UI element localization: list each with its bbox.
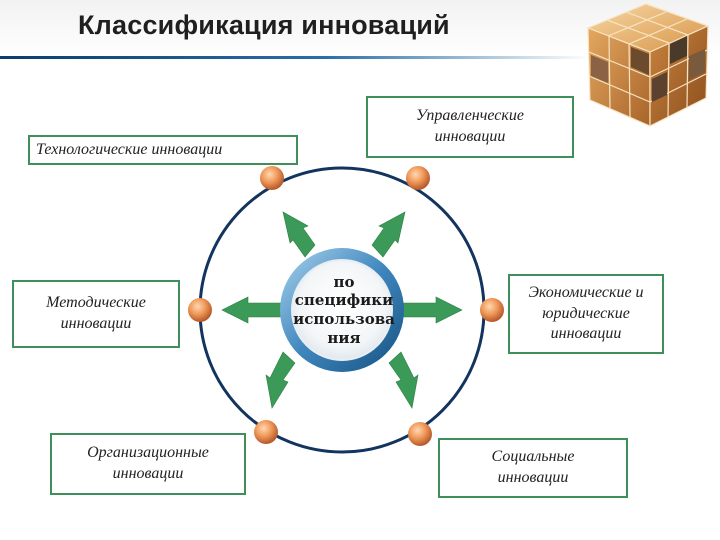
arrow-down-left	[265, 351, 296, 409]
node-top-right	[406, 166, 430, 190]
arrow-up-left	[282, 211, 316, 258]
category-technological-label: Технологические инновации	[36, 140, 223, 158]
hub-label-line-3: использова	[293, 310, 395, 328]
category-methodical-label: Методические инновации	[46, 294, 146, 332]
arrows	[221, 211, 463, 409]
hub-inner-disc	[291, 259, 393, 361]
arrow-up-right	[371, 211, 406, 258]
category-managerial: Управленческие инновации	[366, 96, 574, 158]
hub-label: по специфики использова ния	[288, 262, 400, 358]
hub-label-line-4: ния	[327, 328, 361, 347]
photo-cube-logo	[586, 3, 710, 127]
node-right	[480, 298, 504, 322]
category-economic-legal: Экономические и юридические инновации	[508, 274, 664, 354]
category-technological: Технологические инновации	[28, 135, 298, 165]
node-top-left	[260, 166, 284, 190]
category-social: Социальные инновации	[438, 438, 628, 498]
hub-label-line-2: специфики	[294, 291, 394, 310]
category-social-label: Социальные инновации	[491, 448, 575, 486]
node-left	[188, 298, 212, 322]
category-organizational-label: Организационные инновации	[87, 444, 209, 482]
category-methodical: Методические инновации	[12, 280, 180, 348]
arrow-right	[401, 296, 463, 324]
header-underline	[0, 56, 590, 59]
category-economic-legal-label: Экономические и юридические инновации	[528, 283, 644, 343]
category-organizational: Организационные инновации	[50, 433, 246, 495]
node-bottom-right	[408, 422, 432, 446]
category-managerial-label: Управленческие инновации	[416, 107, 524, 145]
page-title: Классификация инноваций	[78, 10, 450, 40]
arrow-left	[221, 296, 283, 324]
node-bottom-left	[254, 420, 278, 444]
hub-label-line-1: по	[333, 272, 355, 291]
arrow-down-right	[388, 351, 419, 409]
